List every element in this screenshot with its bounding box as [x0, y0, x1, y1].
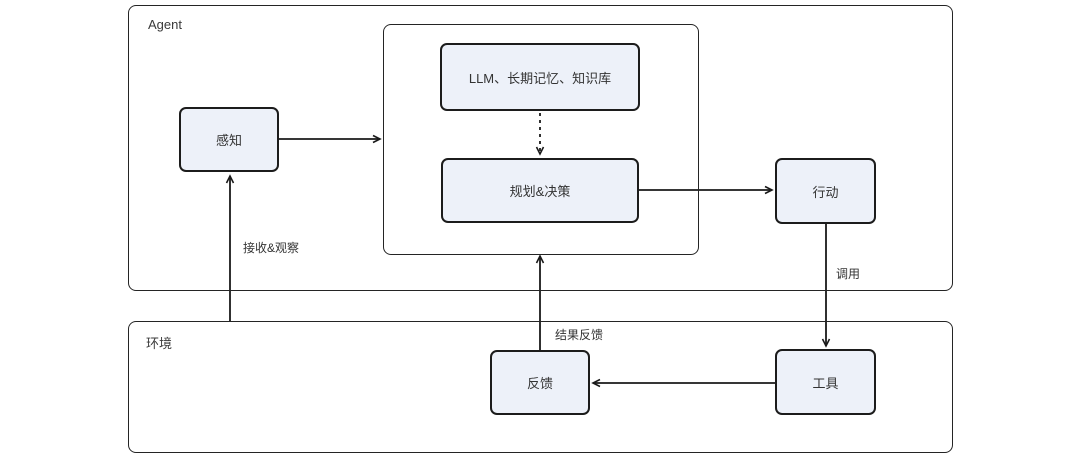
feedback-node-label: 反馈 — [526, 376, 553, 391]
edge-label-receive-observe: 接收&观察 — [243, 241, 300, 255]
llm-memory-knowledge-node: LLM、长期记忆、知识库 — [440, 43, 640, 111]
planning-decision-node-label: 规划&决策 — [509, 184, 571, 199]
perception-node-label: 感知 — [215, 133, 242, 148]
tool-node: 工具 — [775, 349, 876, 415]
edge-label-invoke: 调用 — [836, 267, 861, 281]
agent-label: Agent — [148, 17, 182, 32]
agent-container: Agent — [128, 5, 953, 291]
edge-label-result-feedback: 结果反馈 — [555, 328, 604, 342]
action-node-label: 行动 — [812, 184, 839, 200]
tool-node-label: 工具 — [812, 375, 839, 391]
environment-container: 环境 — [128, 321, 953, 453]
planning-decision-node: 规划&决策 — [441, 158, 639, 223]
feedback-node: 反馈 — [490, 350, 590, 415]
action-node: 行动 — [775, 158, 876, 224]
perception-node: 感知 — [179, 107, 279, 172]
environment-label: 环境 — [146, 336, 173, 351]
llm-memory-knowledge-node-label: LLM、长期记忆、知识库 — [468, 70, 612, 86]
